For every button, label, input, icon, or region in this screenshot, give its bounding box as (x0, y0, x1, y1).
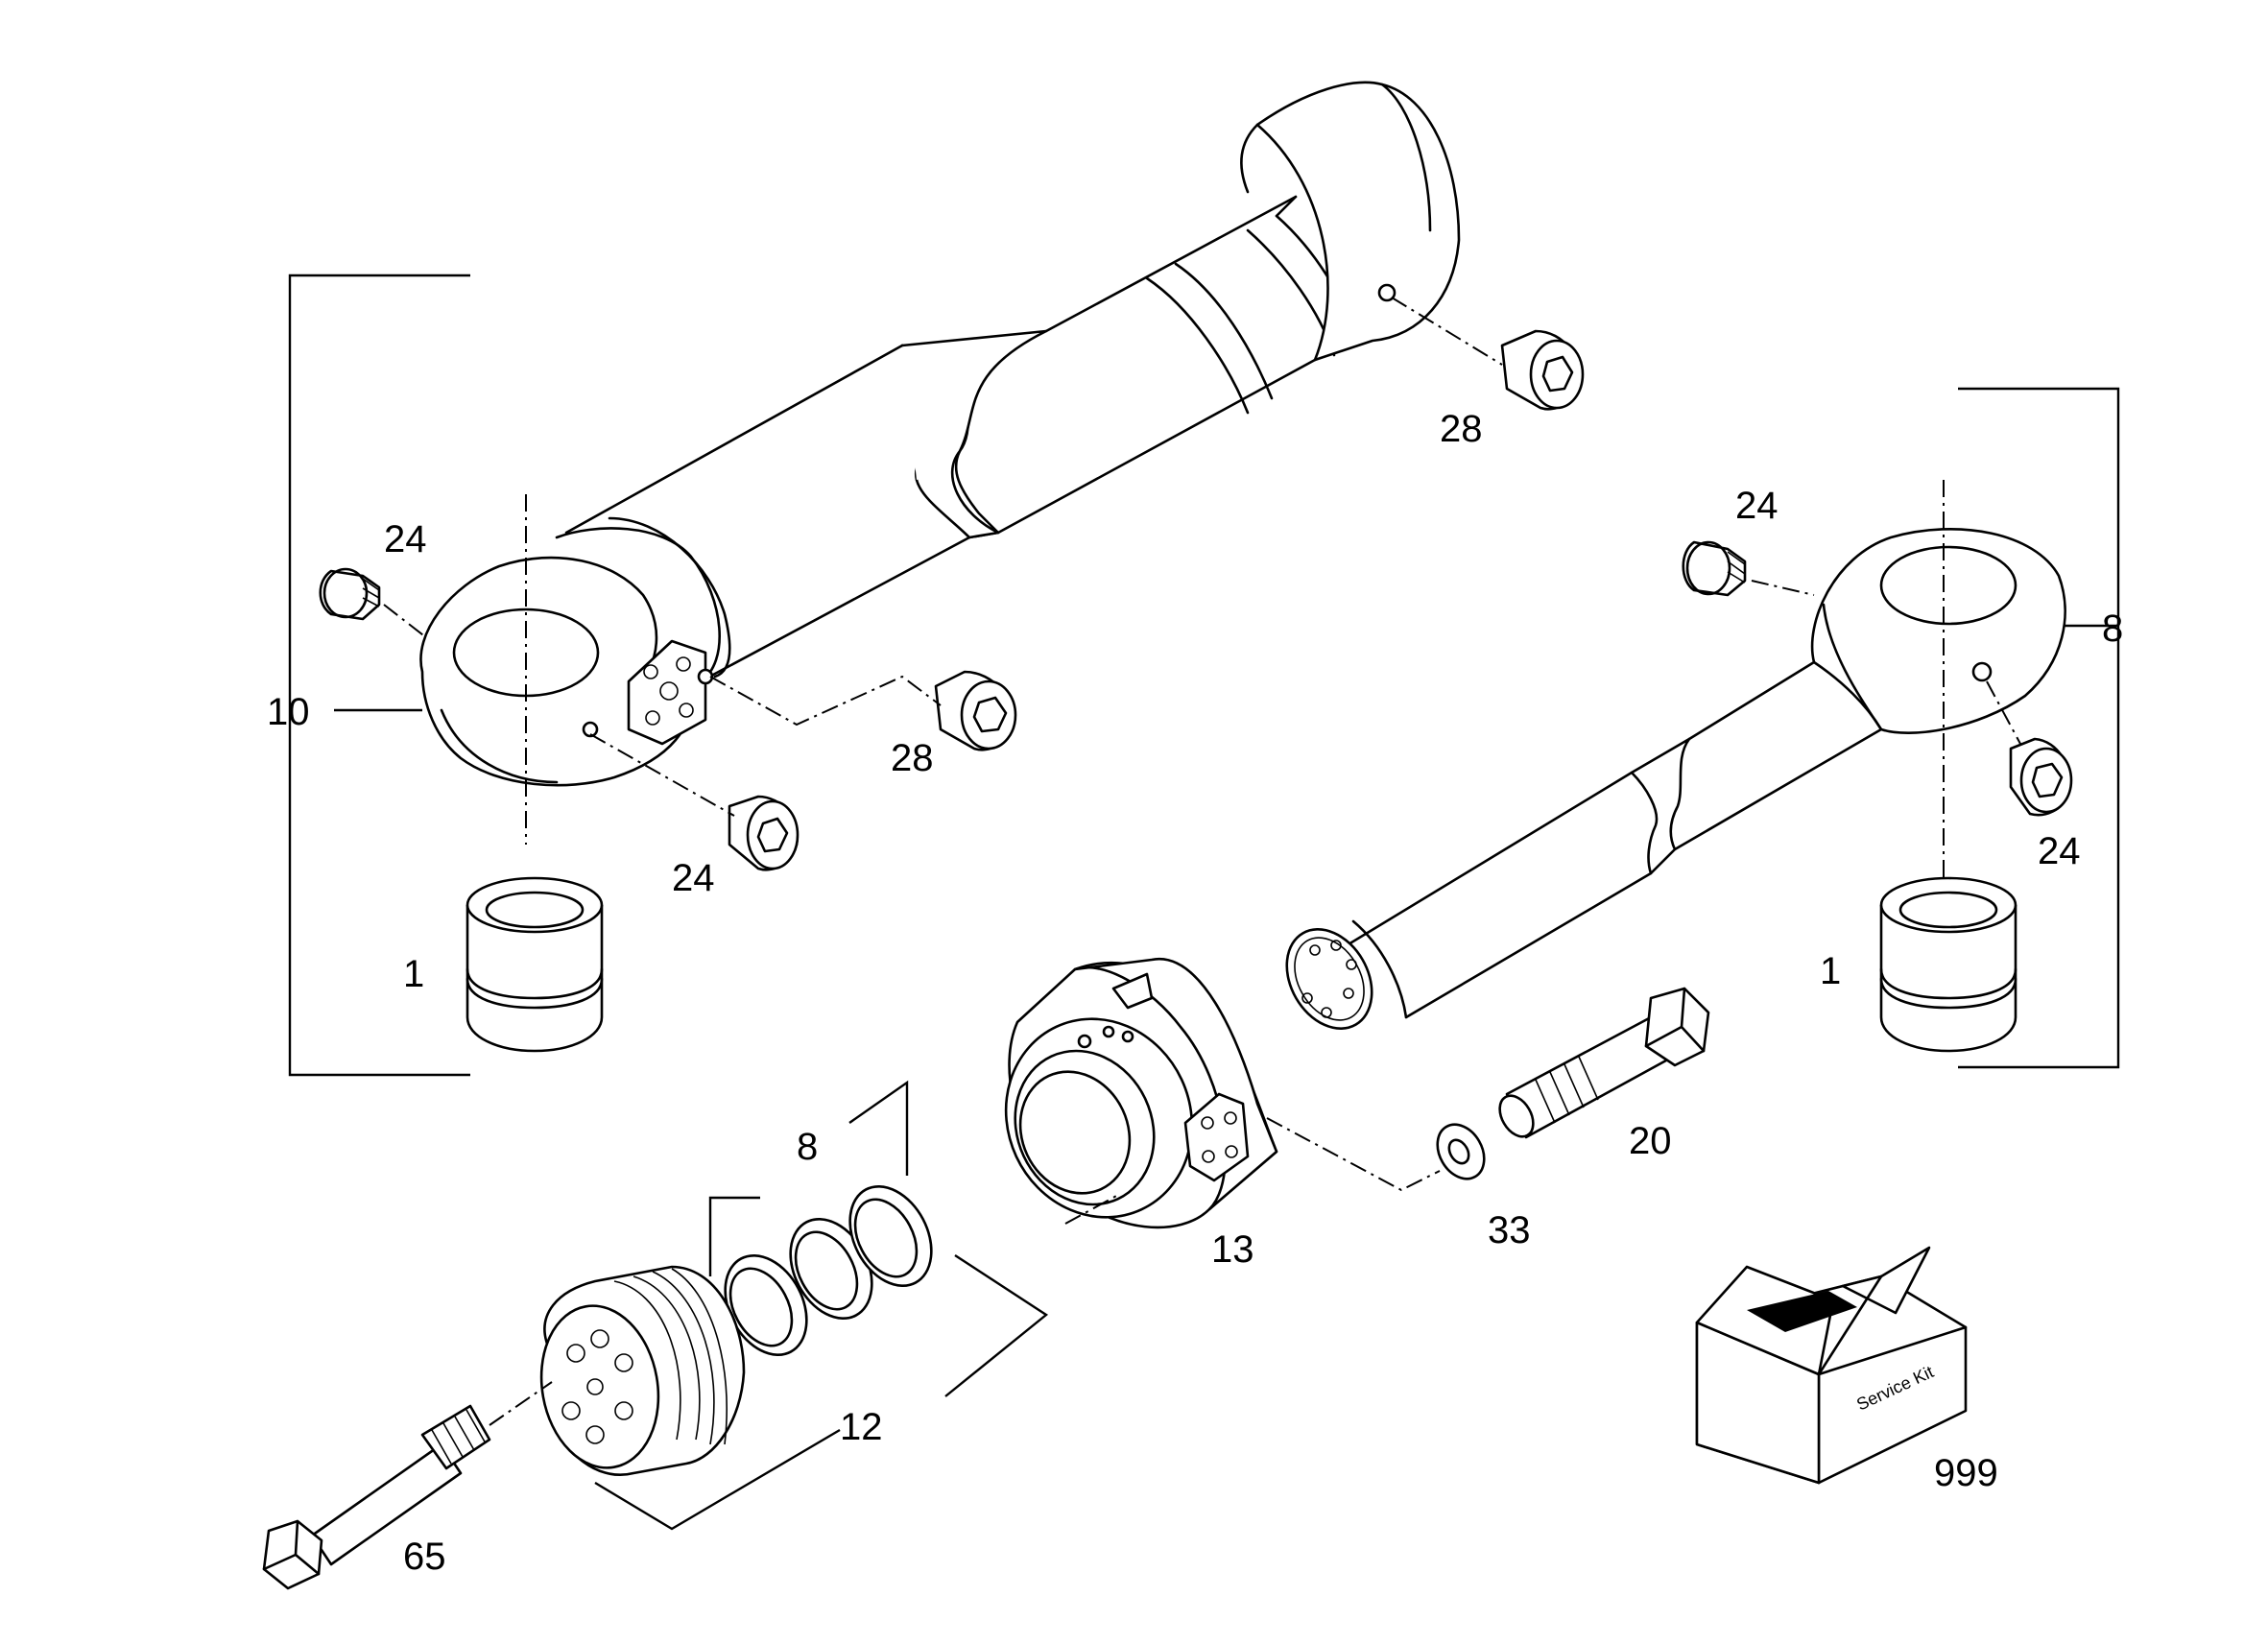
seal-ring-icon[interactable] (834, 1173, 948, 1300)
callout-1-left: 1 (403, 953, 424, 995)
callout-999: 999 (1934, 1452, 1998, 1494)
callout-8-seals: 8 (797, 1126, 818, 1168)
grease-nipple-icon[interactable] (1682, 540, 1815, 597)
piston-rod-icon[interactable] (1270, 480, 2066, 1044)
bushing-icon[interactable] (466, 876, 604, 1053)
callout-28-right: 28 (1440, 408, 1483, 450)
callout-20: 20 (1629, 1120, 1672, 1162)
hex-bolt-icon[interactable] (262, 1381, 553, 1590)
hex-bolt-icon[interactable] (1493, 987, 1710, 1142)
bracket-item-10 (288, 274, 470, 1077)
piston-icon[interactable] (529, 1265, 746, 1477)
callout-28-left: 28 (891, 737, 934, 779)
callout-65: 65 (403, 1536, 446, 1578)
callout-8-right: 8 (2102, 608, 2123, 650)
washer-icon[interactable] (1428, 1116, 1493, 1187)
bracket-item-12 (594, 1253, 1049, 1531)
grease-nipple-icon[interactable] (709, 670, 1017, 751)
callout-13: 13 (1211, 1228, 1254, 1271)
bushing-icon[interactable] (1879, 876, 2017, 1053)
callout-24-upper-left: 24 (384, 518, 427, 560)
callout-33: 33 (1488, 1209, 1531, 1251)
service-kit-box-icon[interactable]: Service Kit (1695, 1246, 1968, 1485)
bracket-item-8-right (1958, 387, 2120, 1069)
seal-ring-icon[interactable] (709, 1242, 824, 1370)
callout-24-upper-right: 24 (1735, 485, 1779, 527)
grease-nipple-icon[interactable] (1391, 297, 1585, 411)
cylinder-head-icon[interactable] (974, 958, 1441, 1248)
seal-ring-icon[interactable] (775, 1205, 889, 1333)
callout-10: 10 (267, 691, 310, 733)
callout-24-lower-left: 24 (672, 857, 715, 899)
callout-24-lower-right: 24 (2038, 830, 2081, 872)
grease-nipple-icon[interactable] (1986, 680, 2073, 817)
callout-1-right: 1 (1820, 950, 1841, 992)
grease-nipple-icon[interactable] (589, 733, 800, 871)
callout-12: 12 (840, 1406, 883, 1448)
grease-nipple-icon[interactable] (319, 567, 428, 639)
cylinder-tube-icon[interactable] (419, 81, 1461, 845)
bracket-item-8-seals (708, 1080, 909, 1276)
